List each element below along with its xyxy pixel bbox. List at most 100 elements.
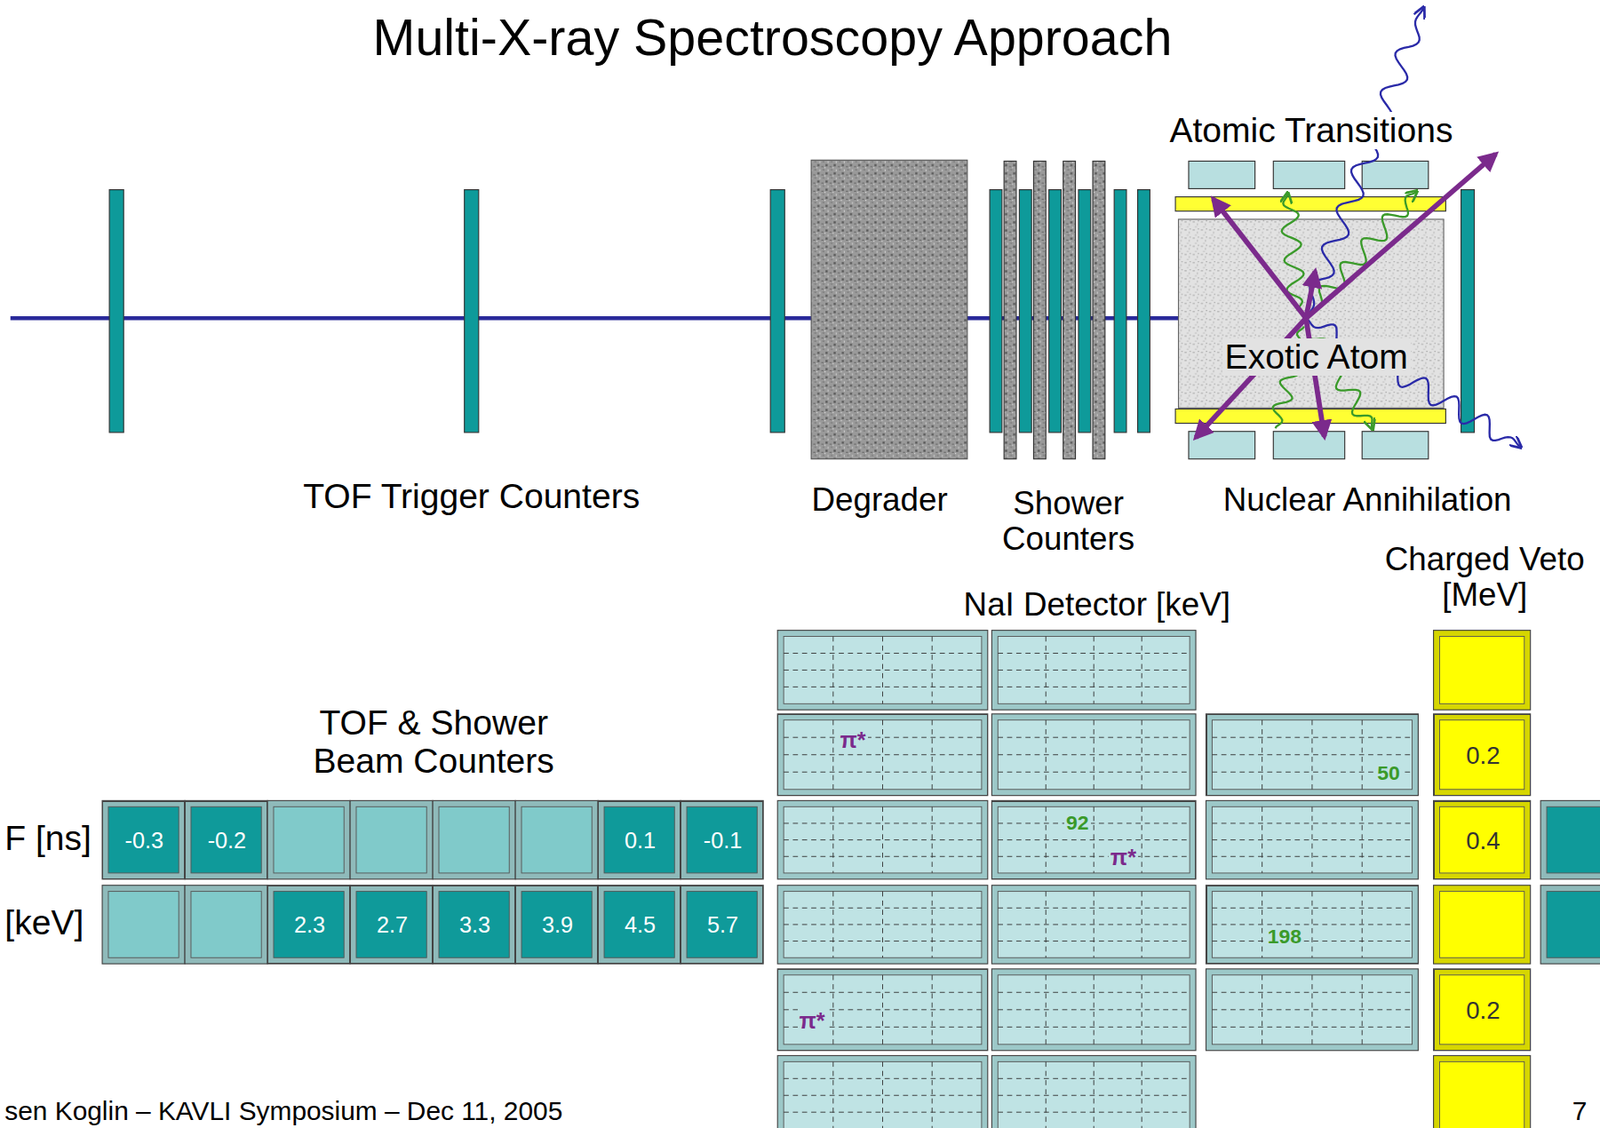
nai-crystal-cell-face <box>783 720 982 790</box>
segment-line <box>1311 975 1313 1045</box>
nai-crystal-cell <box>777 969 988 1051</box>
nai-crystal-cell: 50 <box>1206 714 1419 797</box>
group-label: Charged Veto [MeV] <box>1379 541 1590 614</box>
tof-counter <box>109 190 124 433</box>
beam-counter-cell-face <box>1546 891 1600 959</box>
beam-counter-cell: -0.2 <box>184 801 268 880</box>
part-label: Shower Counters <box>984 485 1154 558</box>
segment-line <box>882 806 884 874</box>
energy-value: 0.2 <box>1465 742 1500 770</box>
segment-line <box>997 1095 1190 1097</box>
nai-crystal-cell-face <box>1211 891 1412 959</box>
segment-line <box>783 839 982 841</box>
beam-counter-cell-face <box>521 891 592 959</box>
beam-counter-cell-face <box>108 806 179 874</box>
beam-counter-cell <box>597 885 681 964</box>
segment-line <box>1211 754 1412 756</box>
tof-trigger-counters <box>109 190 785 433</box>
beam-counter-cell-face <box>273 806 344 874</box>
segment-line <box>1211 923 1412 925</box>
nai-crystal-cell-face <box>1211 720 1412 790</box>
energy-value: 198 <box>1265 925 1304 948</box>
segment-line <box>997 686 1190 688</box>
segment-line <box>1211 856 1412 858</box>
veto-counter-cell: 0.2 <box>1433 714 1531 797</box>
group-label: NaI Detector [keV] <box>961 587 1234 623</box>
shower-converter <box>1063 160 1076 459</box>
segment-line <box>1311 806 1313 874</box>
beam-counter-cell: 4.5 <box>597 885 681 964</box>
segment-line <box>931 720 933 790</box>
beam-counter-cell-face <box>273 891 344 959</box>
beam-counter-cell: 0.1 <box>597 801 681 880</box>
shower-scintillator <box>1114 190 1127 433</box>
counter-value: 2.7 <box>376 913 408 939</box>
segment-line <box>1141 806 1143 874</box>
beam-counter-cell: 2.3 <box>267 885 351 964</box>
segment-line <box>997 1112 1190 1114</box>
segment-line <box>783 822 982 824</box>
veto-counter-cell <box>1433 885 1531 964</box>
row-label: [keV] <box>1 904 87 943</box>
segment-line <box>997 907 1190 909</box>
nai-crystal-cell <box>991 969 1196 1051</box>
tof-counter <box>464 190 479 433</box>
segment-line <box>1141 891 1143 959</box>
nai-crystal-cell: π* <box>777 969 988 1051</box>
nai-crystal-cell-face <box>1211 975 1412 1045</box>
veto-counter-cell <box>1433 800 1531 879</box>
veto-counter-cell-face <box>1439 636 1524 705</box>
beam-counter-cell: 2.7 <box>350 885 433 964</box>
segment-line <box>783 772 982 773</box>
segment-line <box>1211 940 1412 942</box>
segment-line <box>882 891 884 959</box>
segment-line <box>1141 1061 1143 1128</box>
nai-crystal-cell <box>991 714 1196 797</box>
nai-crystal-cell <box>991 630 1196 711</box>
segment-line <box>931 806 933 874</box>
counter-value: 3.9 <box>541 913 574 939</box>
veto-counter-cell <box>1433 1055 1531 1128</box>
segment-line <box>783 754 982 756</box>
segment-line <box>997 856 1190 858</box>
pion-track <box>1195 318 1306 438</box>
segment-line <box>1211 737 1412 739</box>
pion-hit-marker: π* <box>837 728 868 754</box>
footer-text: sen Koglin – KAVLI Symposium – Dec 11, 2… <box>1 1097 566 1127</box>
shower-scintillator <box>1138 190 1151 433</box>
part-label: Exotic Atom <box>1222 338 1411 377</box>
beam-counter-cell <box>432 800 516 879</box>
nai-crystal-cell <box>777 885 988 964</box>
beam-counter-cell <box>1540 885 1600 964</box>
segment-line <box>783 1112 982 1114</box>
beam-counter-cell <box>267 885 351 964</box>
beam-counter-cell <box>597 800 681 879</box>
segment-line <box>882 1061 884 1128</box>
nai-crystal-cell-face <box>997 636 1190 705</box>
segment-line <box>783 737 982 739</box>
nai-crystal-cell <box>991 800 1196 879</box>
detector-grid <box>102 630 1600 1128</box>
nai-crystal-cell <box>1206 714 1419 797</box>
beam-counter-cell-face <box>686 891 757 959</box>
beam-counter-cell-face <box>438 891 510 959</box>
beam-counter-cell-face <box>191 806 262 874</box>
beam-counter-cell: -0.3 <box>102 801 185 880</box>
segment-line <box>997 754 1190 756</box>
beam-counter-cell <box>680 800 764 879</box>
segment-line <box>1141 975 1143 1045</box>
beam-counter-cell <box>267 800 351 879</box>
part-label: Degrader <box>808 482 950 518</box>
segment-line <box>997 1026 1190 1028</box>
beam-counter-cell: -0.1 <box>680 801 764 880</box>
beam-counter-cell: 3.9 <box>515 885 598 964</box>
nai-crystal-cell-face <box>783 806 982 874</box>
segment-line <box>1045 1061 1047 1128</box>
energy-value: 0.4 <box>1465 827 1500 855</box>
beam-counter-cell-face <box>521 806 592 874</box>
segment-line <box>1361 975 1363 1045</box>
veto-counter-cell-face <box>1439 720 1524 790</box>
pion-hit-marker: π* <box>1108 845 1139 871</box>
beam-counter-cell <box>350 885 433 964</box>
beam-counter-cell <box>102 800 185 879</box>
